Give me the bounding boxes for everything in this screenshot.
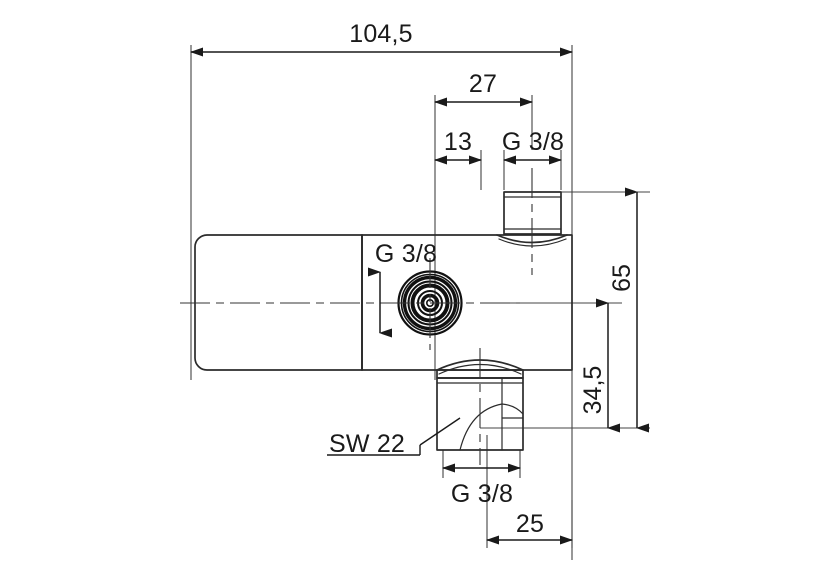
label-bottom-offset: 25 — [516, 510, 544, 538]
label-offset-13: 13 — [444, 128, 472, 156]
label-thread-side: G 3/8 — [375, 240, 437, 268]
body-left-housing — [194, 234, 363, 371]
bottom-nut-chamfer-left — [459, 403, 503, 451]
label-offset-27: 27 — [469, 70, 497, 98]
part-geometry — [194, 191, 573, 451]
center-lines — [180, 168, 533, 465]
bottom-nut-chamfer-right — [501, 403, 524, 415]
leader-sw22 — [419, 417, 461, 446]
label-center-height: 34,5 — [579, 366, 607, 415]
label-overall-height: 65 — [608, 264, 636, 292]
label-thread-bottom: G 3/8 — [451, 480, 513, 508]
dimension-lines — [190, 47, 649, 545]
body-valve-block — [361, 234, 573, 371]
label-wrench-size: SW 22 — [329, 430, 405, 458]
label-overall-length: 104,5 — [349, 20, 413, 48]
dimension-labels: 104,5 27 13 G 3/8 G 3/8 65 34,5 G 3/8 25… — [329, 20, 636, 538]
label-thread-top: G 3/8 — [502, 128, 564, 156]
